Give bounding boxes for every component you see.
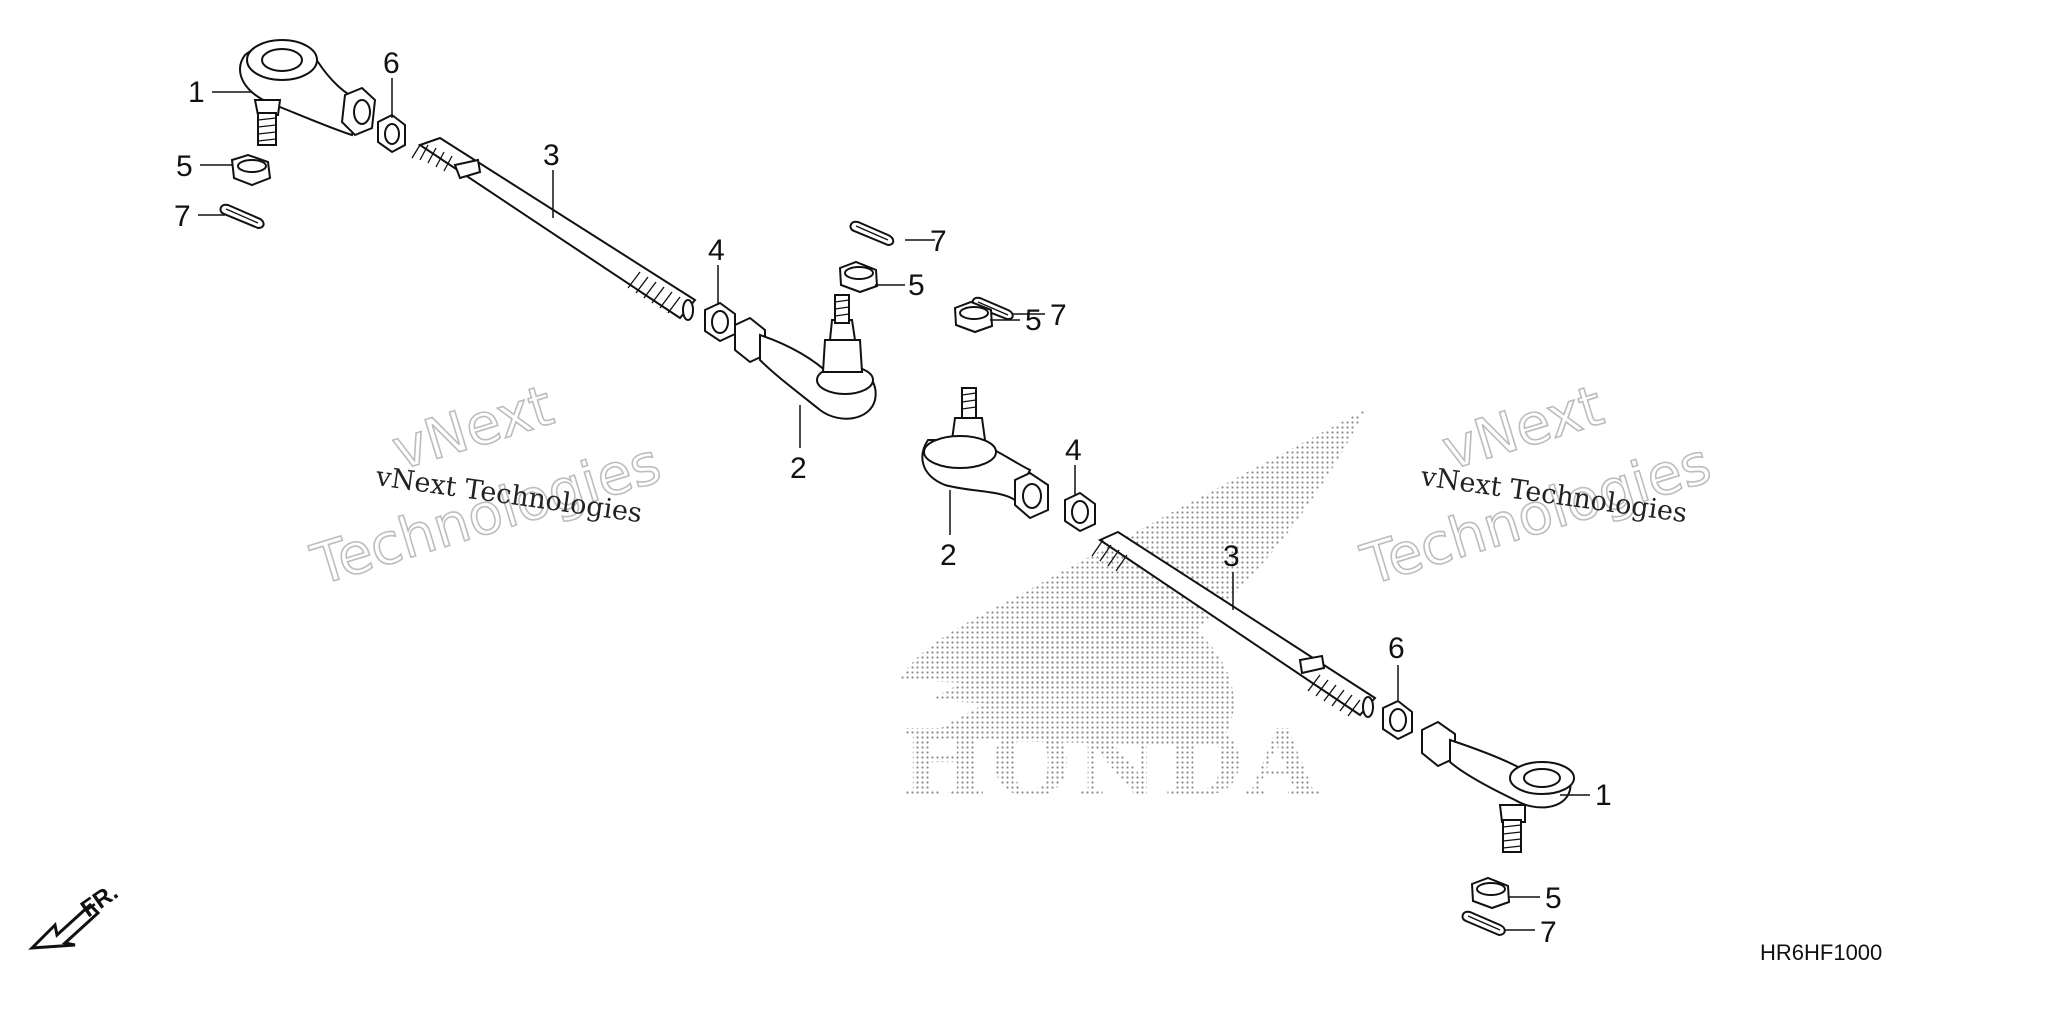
drawing-code: HR6HF1000	[1760, 940, 1882, 965]
lock-nut-right	[1064, 491, 1096, 533]
callout-6-left: 6	[383, 47, 400, 80]
front-direction-indicator: FR.	[28, 879, 123, 950]
callout-5-right: 5	[1545, 882, 1562, 915]
callout-1-left: 1	[188, 76, 205, 109]
honda-logo-text: HONDA	[900, 709, 1322, 817]
tie-rod-end-inner-left	[734, 294, 877, 420]
callout-2-left: 2	[790, 452, 807, 485]
cotter-pin-left-1	[219, 203, 265, 230]
callout-7-right: 7	[1540, 916, 1557, 949]
cotter-pin-right-2	[1461, 910, 1506, 937]
watermark-left: vNext Technologies vNext Technologies	[303, 373, 669, 600]
jam-nut-left	[377, 113, 406, 154]
callout-1-right: 1	[1595, 779, 1612, 812]
watermark-right: vNext Technologies vNext Technologies	[1353, 373, 1719, 600]
callout-2-right: 2	[940, 539, 957, 572]
callout-5-center-left: 5	[908, 269, 925, 302]
jam-nut-right	[1382, 699, 1413, 741]
castle-nut-left-1	[230, 153, 272, 187]
callout-7-center-right: 7	[1050, 299, 1067, 332]
callout-7-left: 7	[174, 200, 191, 233]
cotter-pin-right-1	[971, 296, 1014, 321]
callout-4-left: 4	[708, 234, 725, 267]
callout-4-right: 4	[1065, 434, 1082, 467]
callouts: 1 6 3 5 7 4 7 5 7 5 2 2 4 3 6 1 5 7	[174, 47, 1612, 949]
callout-3-left: 3	[543, 139, 560, 172]
castle-nut-right-1	[953, 300, 994, 334]
castle-nut-left-2	[838, 260, 879, 294]
callout-6-right: 6	[1388, 632, 1405, 665]
callout-3-right: 3	[1223, 540, 1240, 573]
tie-rod-left	[411, 136, 697, 321]
callout-5-left: 5	[176, 150, 193, 183]
tie-rod-end-outer-right	[1421, 720, 1575, 853]
arrow-down-left-icon	[28, 902, 101, 950]
castle-nut-right-2	[1470, 876, 1511, 910]
cotter-pin-left-2	[849, 220, 895, 247]
tie-rod-end-outer-left	[239, 39, 377, 146]
callout-5-center-right: 5	[1025, 304, 1042, 337]
leader-lines	[198, 78, 1590, 931]
tie-rod-end-inner-right	[921, 387, 1049, 520]
callout-7-center-left: 7	[930, 225, 947, 258]
tie-rod-right	[1091, 530, 1377, 718]
lock-nut-left	[704, 301, 736, 343]
